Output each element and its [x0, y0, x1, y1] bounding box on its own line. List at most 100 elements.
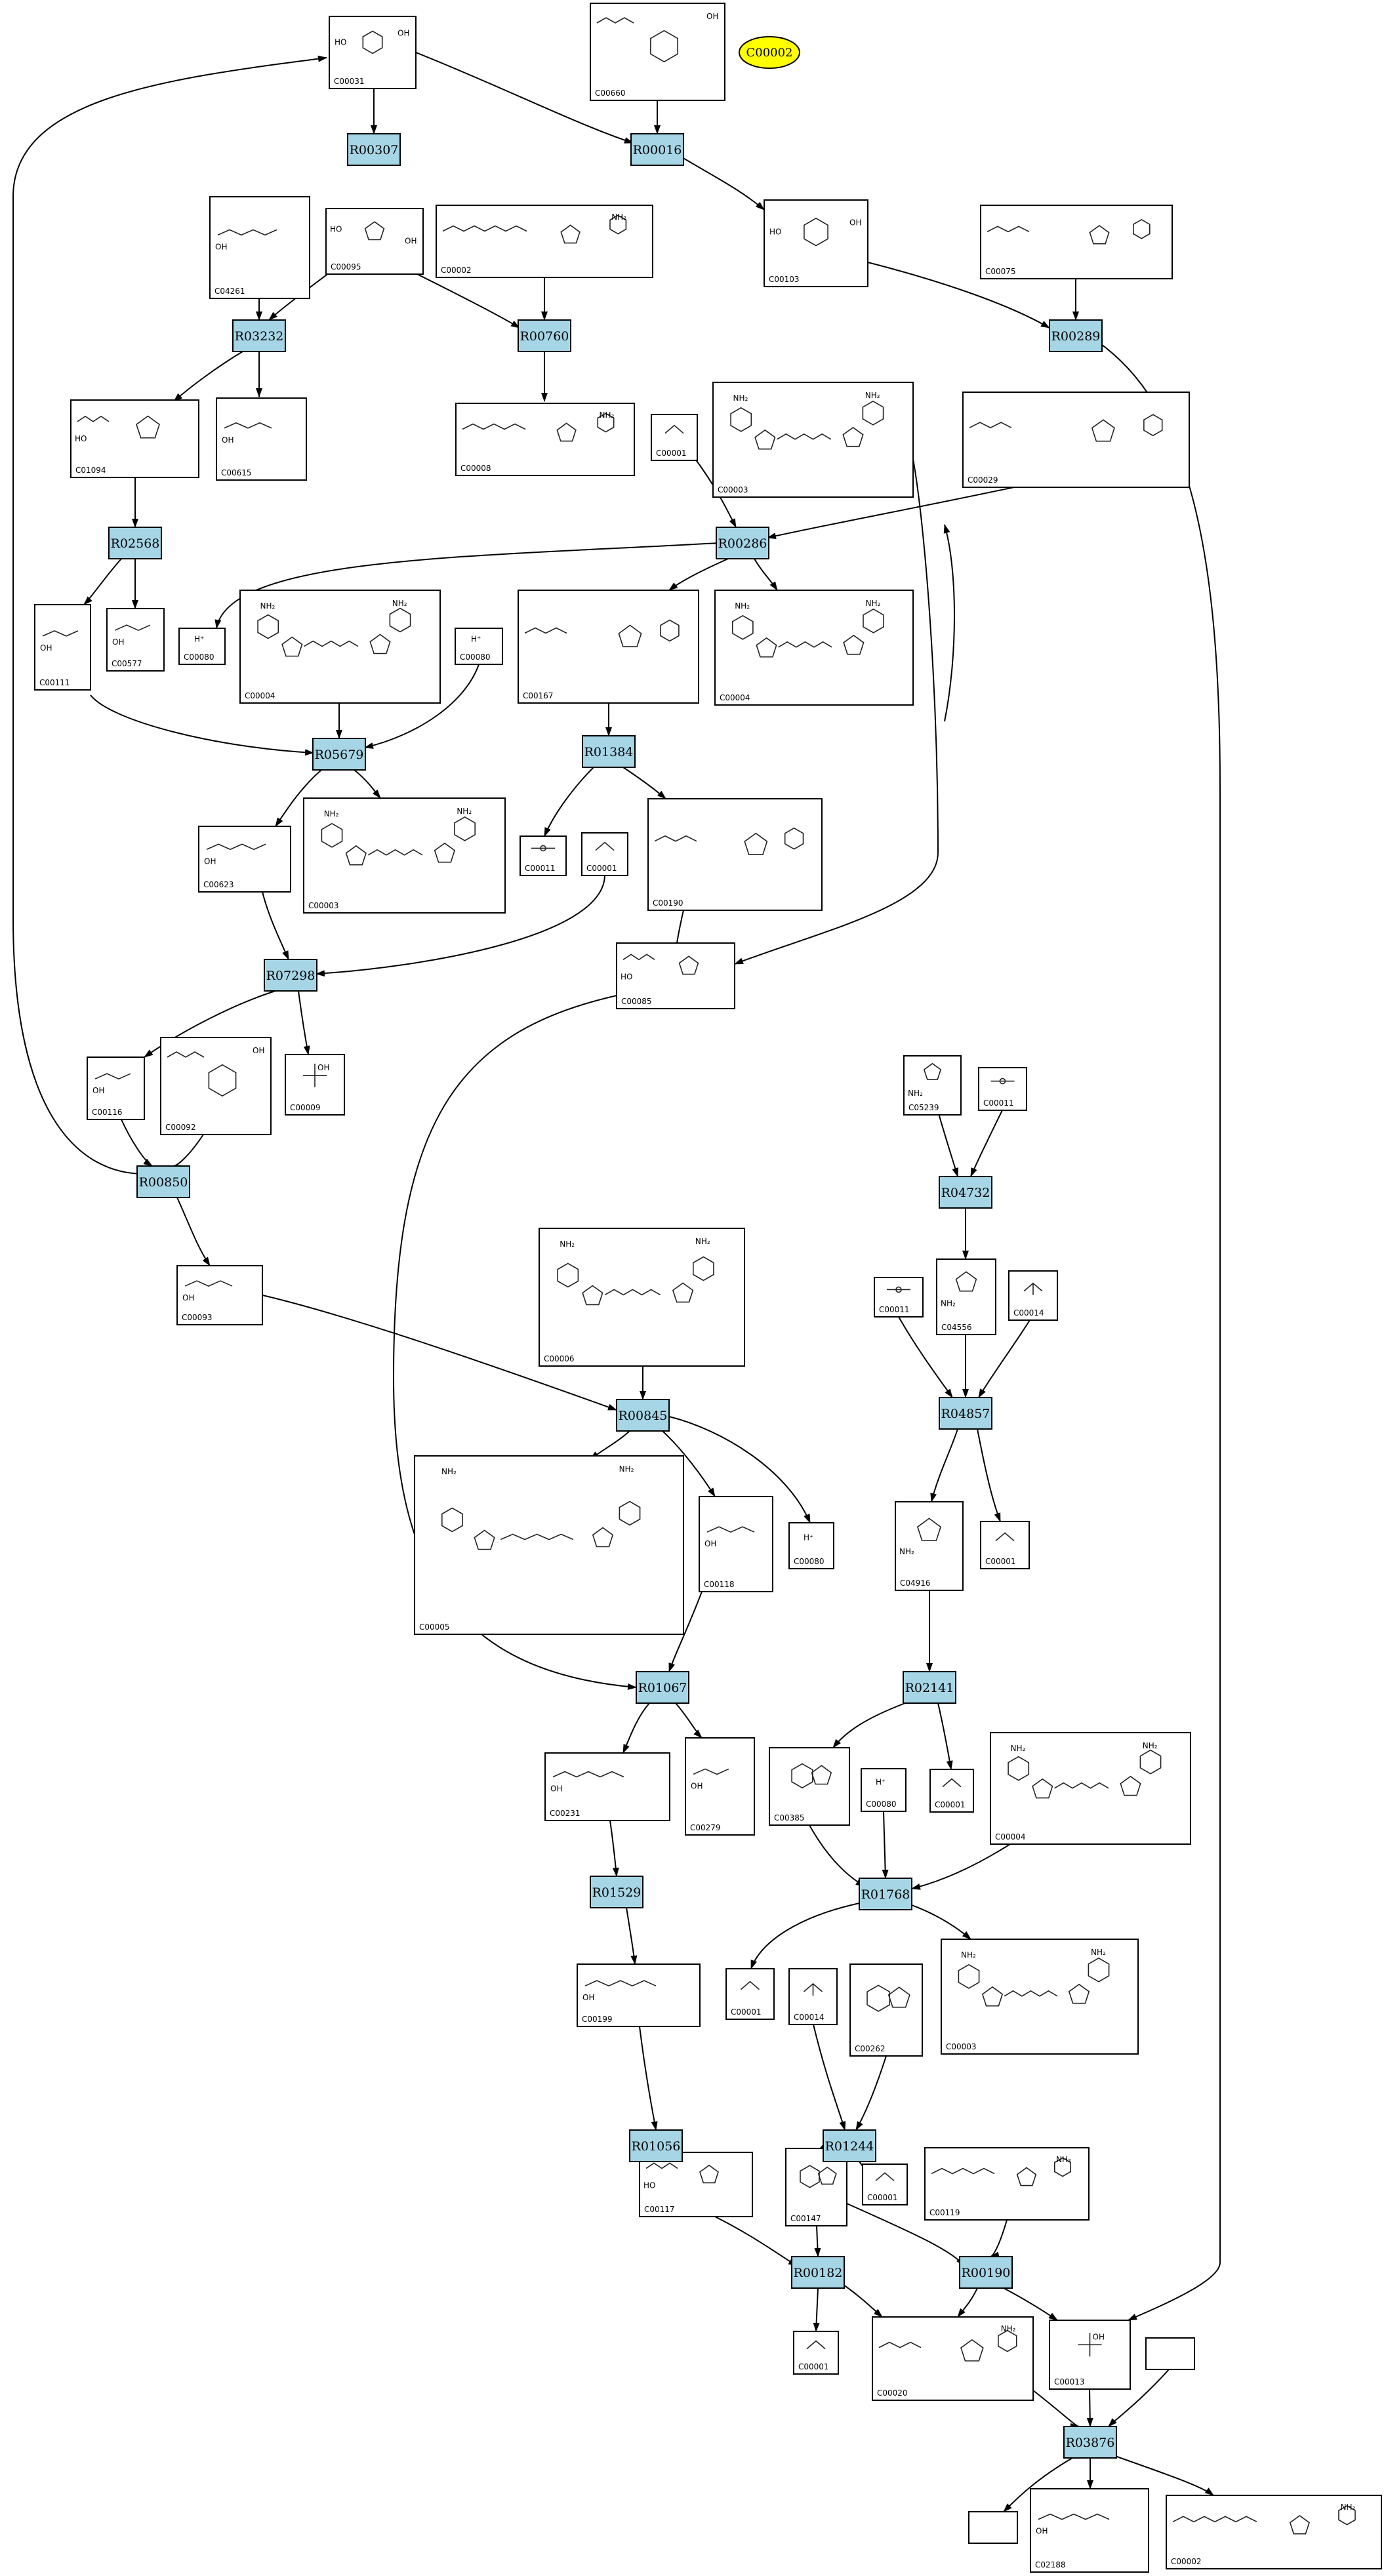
- reaction-node[interactable]: R00760: [518, 319, 571, 352]
- compound-box[interactable]: [414, 1455, 684, 1635]
- compound-box[interactable]: [862, 2163, 908, 2205]
- compound-node[interactable]: C00001: [793, 2331, 839, 2375]
- reaction-box[interactable]: [629, 2129, 683, 2162]
- reaction-box[interactable]: [630, 133, 684, 166]
- reaction-node[interactable]: R02568: [108, 527, 162, 559]
- compound-box[interactable]: [978, 1067, 1027, 1111]
- compound-box[interactable]: [793, 2331, 839, 2375]
- compound-node[interactable]: C00011: [978, 1067, 1027, 1111]
- reaction-node[interactable]: R00289: [1049, 319, 1103, 352]
- reaction-box[interactable]: [136, 1165, 190, 1198]
- compound-box[interactable]: [849, 1963, 923, 2057]
- reaction-node[interactable]: R01529: [590, 1876, 643, 1908]
- compound-node[interactable]: C00075: [980, 205, 1173, 279]
- compound-box[interactable]: [929, 1769, 974, 1813]
- compound-box[interactable]: [455, 628, 503, 665]
- reaction-box[interactable]: [959, 2256, 1013, 2289]
- reaction-node[interactable]: R07298: [264, 959, 317, 992]
- compound-box[interactable]: [616, 942, 735, 1009]
- compound-box[interactable]: [87, 1057, 145, 1120]
- reaction-node[interactable]: R00307: [347, 133, 401, 166]
- compound-box[interactable]: [544, 1752, 670, 1821]
- compound-box[interactable]: [980, 1521, 1030, 1569]
- compound-box[interactable]: [962, 392, 1190, 488]
- compound-box[interactable]: [861, 1768, 907, 1812]
- compound-node[interactable]: C00001: [929, 1769, 974, 1813]
- compound-box[interactable]: [769, 1747, 850, 1826]
- reaction-node[interactable]: R05679: [312, 738, 366, 771]
- compound-box[interactable]: [725, 1968, 775, 2020]
- compound-box[interactable]: [518, 590, 699, 704]
- compound-box[interactable]: [577, 1963, 701, 2027]
- compound-node[interactable]: C00011: [520, 835, 567, 876]
- compound-node[interactable]: C00011: [874, 1277, 924, 1318]
- reaction-node[interactable]: R01067: [636, 1671, 689, 1704]
- reaction-node[interactable]: R01056: [629, 2129, 683, 2162]
- compound-box[interactable]: [647, 798, 823, 911]
- reaction-box[interactable]: [312, 738, 366, 771]
- compound-node[interactable]: C00385: [769, 1747, 850, 1826]
- compound-box[interactable]: [178, 628, 226, 665]
- compound-box[interactable]: [1030, 2488, 1149, 2573]
- compound-node[interactable]: C00029: [962, 392, 1190, 488]
- reaction-node[interactable]: R01384: [582, 735, 636, 768]
- compound-node[interactable]: C00001: [725, 1968, 775, 2020]
- reaction-node[interactable]: R03232: [232, 319, 286, 352]
- compound-node[interactable]: H⁺C00080: [178, 628, 226, 665]
- compound-box[interactable]: [436, 205, 653, 278]
- compound-box[interactable]: [874, 1277, 924, 1318]
- reaction-box[interactable]: [791, 2256, 845, 2289]
- compound-box[interactable]: [581, 832, 628, 876]
- reaction-box[interactable]: [1063, 2426, 1117, 2459]
- reaction-box[interactable]: [232, 319, 286, 352]
- compound-box[interactable]: [329, 16, 417, 89]
- highlight-ellipse[interactable]: [739, 36, 800, 69]
- reaction-node[interactable]: R04732: [939, 1176, 992, 1209]
- compound-box[interactable]: [924, 2147, 1090, 2221]
- compound-box[interactable]: [176, 1265, 263, 1325]
- compound-box[interactable]: [788, 1968, 838, 2025]
- reaction-box[interactable]: [939, 1397, 992, 1430]
- compound-box[interactable]: [455, 403, 635, 476]
- reaction-node[interactable]: R00286: [716, 527, 769, 559]
- compound-box[interactable]: [34, 604, 91, 691]
- compound-box[interactable]: [106, 608, 165, 672]
- compound-node[interactable]: H⁺C00080: [455, 628, 503, 665]
- compound-box[interactable]: [1166, 2495, 1382, 2569]
- compound-box[interactable]: [788, 1522, 834, 1569]
- reaction-box[interactable]: [636, 1671, 689, 1704]
- reaction-box[interactable]: [582, 735, 636, 768]
- reaction-node[interactable]: R00190: [959, 2256, 1013, 2289]
- reaction-box[interactable]: [903, 1671, 956, 1704]
- reaction-node[interactable]: R01768: [859, 1878, 912, 1910]
- compound-node[interactable]: C00001: [862, 2163, 908, 2205]
- compound-box[interactable]: [239, 590, 441, 704]
- compound-box[interactable]: [639, 2152, 753, 2217]
- compound-box[interactable]: [539, 1228, 745, 1367]
- reaction-node[interactable]: R00182: [791, 2256, 845, 2289]
- compound-box[interactable]: [198, 826, 291, 893]
- reaction-box[interactable]: [859, 1878, 912, 1910]
